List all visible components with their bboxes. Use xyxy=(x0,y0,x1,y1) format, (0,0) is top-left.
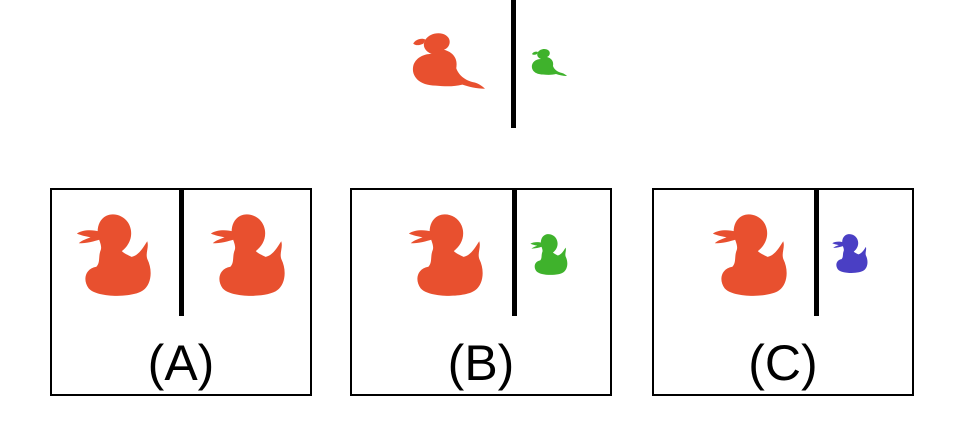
option-b-label: (B) xyxy=(447,335,515,391)
option-a-right-duck xyxy=(208,210,288,298)
prompt-left-snake xyxy=(405,28,487,92)
option-b-left-duck xyxy=(406,210,486,298)
prompt-right-snake xyxy=(528,46,568,78)
snake-icon xyxy=(528,46,568,78)
option-a-left-duck xyxy=(74,210,154,298)
option-b-divider xyxy=(512,190,517,316)
duck-icon xyxy=(208,210,288,298)
duck-icon xyxy=(406,210,486,298)
option-c-divider xyxy=(814,190,819,316)
option-c-label: (C) xyxy=(748,335,818,391)
option-c-right-duck xyxy=(831,232,869,274)
option-c-left-duck xyxy=(710,210,790,298)
option-c[interactable]: (C) xyxy=(652,188,914,396)
option-b-right-duck xyxy=(529,232,569,276)
duck-icon xyxy=(529,232,569,276)
duck-icon xyxy=(74,210,154,298)
duck-icon xyxy=(831,232,869,274)
option-a-label: (A) xyxy=(147,335,215,391)
duck-icon xyxy=(710,210,790,298)
option-a-divider xyxy=(179,190,184,316)
option-a[interactable]: (A) xyxy=(50,188,312,396)
snake-icon xyxy=(405,28,487,92)
option-b[interactable]: (B) xyxy=(350,188,612,396)
prompt-divider xyxy=(511,0,516,128)
